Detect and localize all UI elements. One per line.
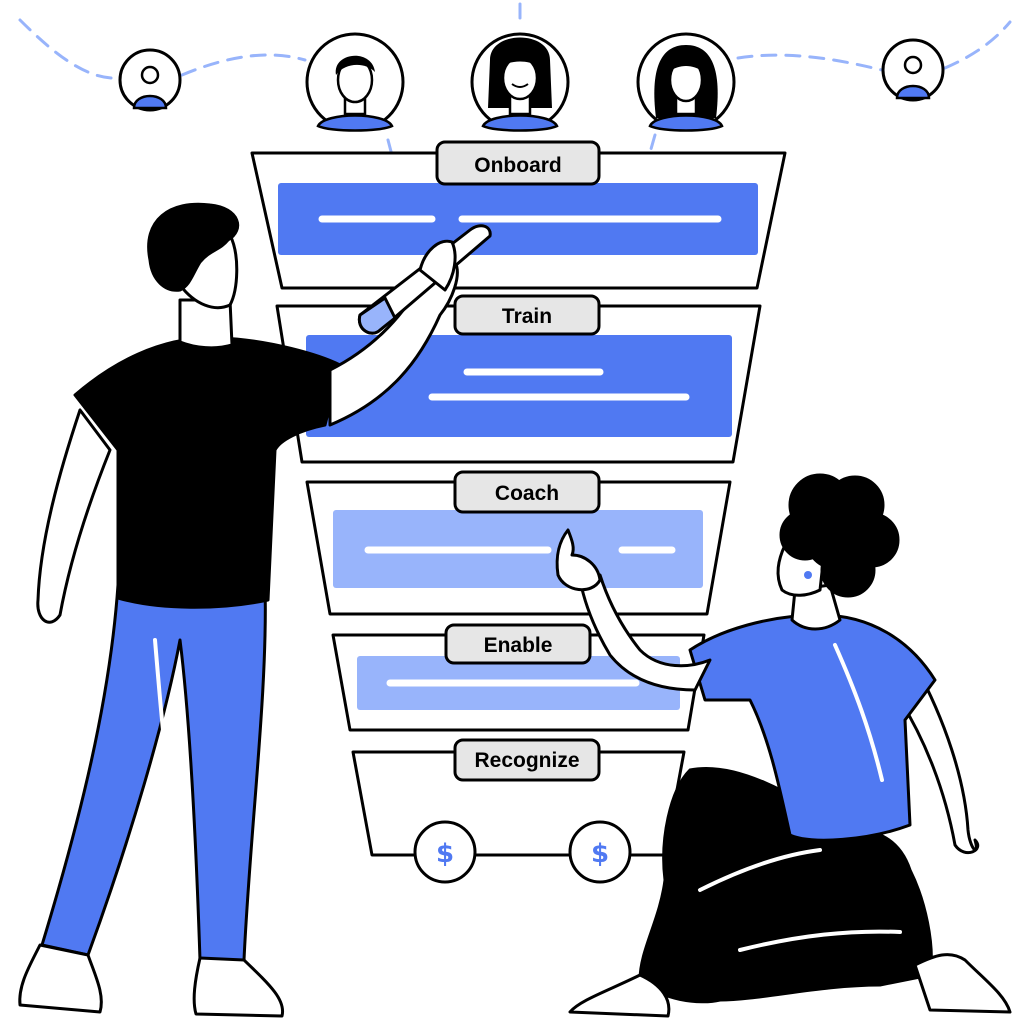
man-right-shoe	[192, 956, 285, 1018]
avatar-generic-left	[118, 48, 182, 112]
man-left-arm	[36, 408, 112, 624]
man-hair	[147, 202, 240, 292]
connection-line-right	[943, 20, 1012, 70]
stage-label-enable: Enable	[444, 623, 592, 665]
connection-line-left-mid	[180, 53, 307, 77]
stage-label-enable-text: Enable	[484, 634, 553, 657]
connection-line-left	[18, 18, 122, 80]
standing-man	[18, 202, 492, 1018]
marker-pen-cap	[357, 296, 397, 335]
avatar-generic-right	[881, 38, 945, 102]
connection-line-right-mid	[736, 53, 884, 72]
dollar-icon: $	[436, 839, 454, 869]
man-hand	[418, 239, 457, 292]
woman-right-arm	[898, 663, 979, 855]
woman-pants-highlight	[738, 929, 902, 952]
woman-shirt-highlight	[833, 643, 884, 782]
stage-label-recognize-text: Recognize	[474, 749, 579, 772]
woman-shirt	[688, 613, 937, 842]
man-neck	[178, 298, 234, 350]
stage-label-onboard: Onboard	[435, 140, 601, 186]
woman-front-shoe	[568, 973, 671, 1018]
dollar-icon: $	[591, 839, 609, 869]
stage-label-coach: Coach	[453, 470, 601, 514]
kneeling-woman	[555, 473, 1012, 1018]
man-legs	[40, 583, 267, 962]
avatar-woman	[470, 32, 570, 132]
stage-label-onboard-text: Onboard	[474, 154, 562, 177]
bar-text-lines	[318, 215, 722, 687]
stage-label-coach-text: Coach	[495, 482, 559, 505]
woman-hair	[779, 473, 900, 598]
stage-label-train-text: Train	[502, 305, 552, 328]
dollar-coin-right: $	[568, 820, 632, 884]
woman-hand	[555, 528, 602, 591]
woman-back-shoe	[913, 953, 1012, 1014]
stage-label-train: Train	[453, 294, 601, 336]
man-leg-highlight	[153, 638, 174, 802]
dollar-coin-left: $	[413, 820, 477, 884]
avatar-woman-long-hair	[636, 32, 736, 132]
woman-earring	[804, 571, 812, 579]
man-torso	[73, 336, 342, 609]
woman-pants-highlight	[698, 848, 822, 892]
avatar-man	[305, 32, 405, 132]
stage-label-recognize: Recognize	[453, 738, 601, 782]
man-left-shoe	[18, 943, 103, 1014]
